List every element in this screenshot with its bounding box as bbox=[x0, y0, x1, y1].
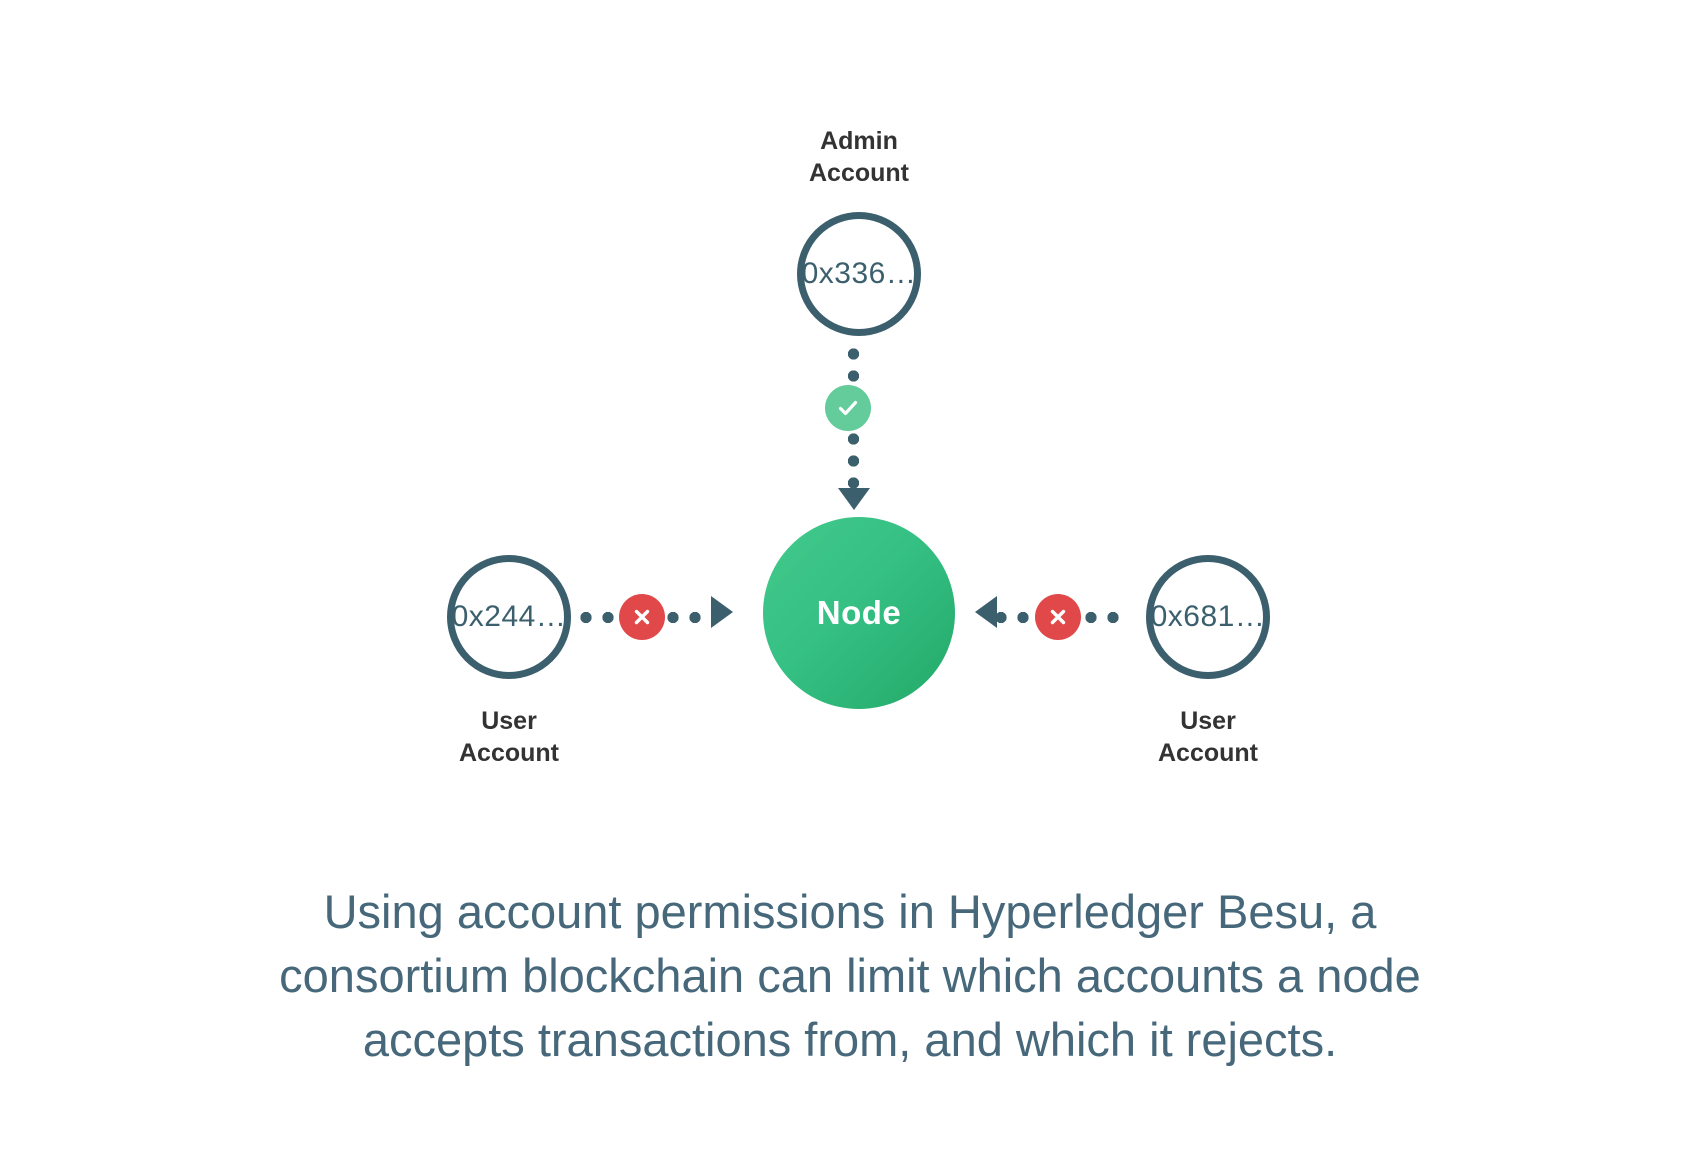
figure-caption: Using account permissions in Hyperledger… bbox=[0, 880, 1700, 1072]
connector-badge-to-node-vertical bbox=[848, 428, 859, 494]
connector-badge-right-to-node bbox=[990, 612, 1038, 623]
admin-account-label: Admin Account bbox=[809, 127, 909, 187]
admin-account-address: 0x336… bbox=[801, 257, 917, 290]
connector-user-right-to-badge bbox=[1080, 612, 1126, 623]
close-icon bbox=[1050, 609, 1066, 625]
deny-close-badge-left[interactable] bbox=[619, 594, 665, 640]
user-account-right-label: User Account bbox=[1158, 707, 1258, 767]
user-account-left-circle[interactable]: 0x244… bbox=[447, 555, 571, 679]
node-label: Node bbox=[816, 594, 902, 631]
permissions-diagram: Admin Account 0x336… 0x244… User Account bbox=[447, 127, 1270, 767]
user-account-left-address: 0x244… bbox=[451, 600, 567, 633]
arrowhead-right-icon bbox=[711, 596, 733, 628]
deny-close-badge-right[interactable] bbox=[1035, 594, 1081, 640]
caption-line-3: accepts transactions from, and which it … bbox=[362, 1013, 1338, 1066]
user-account-left-label: User Account bbox=[459, 707, 559, 767]
allow-check-badge[interactable] bbox=[825, 385, 871, 431]
connector-badge-left-to-node bbox=[662, 612, 710, 623]
arrowhead-down-icon bbox=[838, 488, 870, 510]
caption-line-1: Using account permissions in Hyperledger… bbox=[323, 885, 1377, 938]
connector-admin-to-badge bbox=[848, 343, 859, 387]
user-account-right-circle[interactable]: 0x681… bbox=[1146, 555, 1270, 679]
node-circle[interactable]: Node bbox=[763, 517, 955, 709]
close-icon bbox=[634, 609, 650, 625]
check-icon bbox=[838, 400, 858, 416]
admin-account-circle[interactable]: 0x336… bbox=[797, 212, 921, 336]
user-account-right-address: 0x681… bbox=[1150, 600, 1266, 633]
caption-line-2: consortium blockchain can limit which ac… bbox=[279, 949, 1421, 1002]
connector-user-left-to-badge bbox=[575, 612, 620, 623]
